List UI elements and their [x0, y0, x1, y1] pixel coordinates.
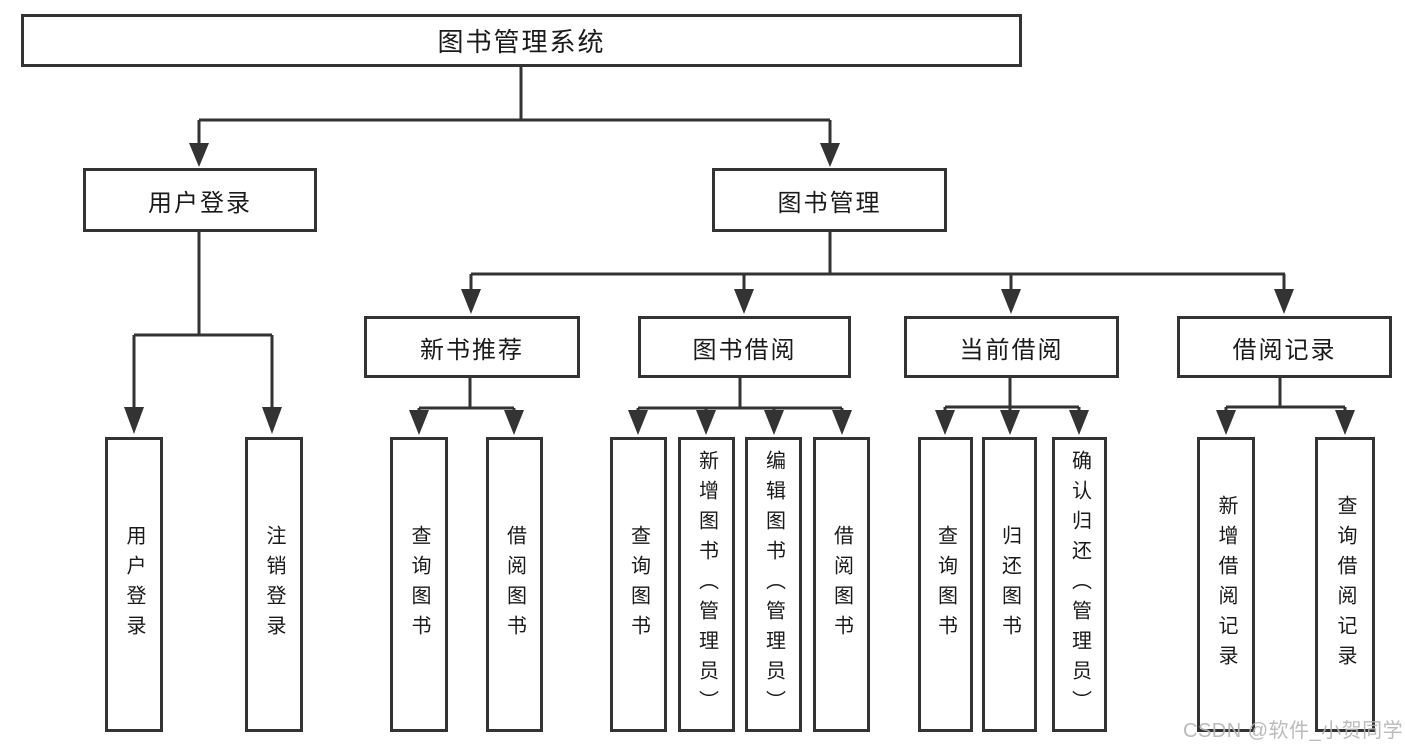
connector-borrow-records-to-leaves — [1216, 378, 1355, 435]
node-current-borrow: 当前借阅 — [904, 316, 1119, 378]
node-query-books: 查询图书 — [918, 437, 973, 732]
node-add-borrow-record: 新增借阅记录 — [1197, 437, 1255, 732]
node-edit-books-admin: 编辑图书（管理员） — [745, 437, 802, 732]
node-label: 注销登录 — [263, 524, 285, 645]
node-add-books-admin: 新增图书（管理员） — [678, 437, 735, 732]
node-label: 借阅图书 — [830, 524, 853, 645]
csdn-watermark: CSDN @软件_小贺同学 — [1183, 720, 1404, 742]
node-confirm-return-admin: 确认归还（管理员） — [1052, 437, 1107, 732]
node-label: 当前借阅 — [959, 336, 1064, 364]
node-label: 新增图书（管理员） — [695, 449, 718, 720]
node-user-login: 用户登录 — [83, 168, 317, 232]
node-label: 图书借阅 — [692, 336, 797, 364]
node-label: 查询图书 — [408, 524, 430, 645]
connector-book-borrow-to-leaves — [628, 378, 852, 435]
node-label: 新增借阅记录 — [1215, 494, 1237, 675]
node-query-books: 查询图书 — [390, 437, 448, 732]
node-borrow-books: 借阅图书 — [813, 437, 870, 732]
node-label: 查询图书 — [627, 524, 650, 645]
node-label: 归还图书 — [998, 524, 1021, 645]
node-return-books: 归还图书 — [982, 437, 1037, 732]
node-user-login-action: 用户登录 — [105, 437, 163, 732]
node-label: 确认归还（管理员） — [1068, 449, 1091, 720]
node-library-system: 图书管理系统 — [21, 14, 1022, 67]
node-logout: 注销登录 — [245, 437, 303, 732]
node-label: 借阅图书 — [503, 524, 526, 645]
node-label: 查询借阅记录 — [1334, 494, 1356, 675]
node-query-books: 查询图书 — [610, 437, 667, 732]
connector-user-login-to-leaves — [124, 232, 282, 434]
connector-root-to-level2 — [189, 66, 840, 167]
node-book-borrow: 图书借阅 — [638, 316, 851, 378]
connector-current-borrow-to-leaves — [935, 378, 1089, 435]
node-label: 借阅记录 — [1232, 336, 1337, 364]
node-borrow-records: 借阅记录 — [1177, 316, 1392, 378]
node-label: 图书管理系统 — [437, 27, 606, 57]
node-borrow-books: 借阅图书 — [486, 437, 543, 732]
node-label: 图书管理 — [777, 189, 882, 217]
node-label: 查询图书 — [934, 524, 957, 645]
node-query-borrow-record: 查询借阅记录 — [1315, 437, 1375, 732]
connector-new-book-recommend-to-leaves — [409, 378, 524, 435]
connector-book-management-to-level3 — [461, 232, 1294, 314]
node-label: 新书推荐 — [420, 336, 524, 364]
node-new-book-recommend: 新书推荐 — [364, 316, 580, 378]
node-label: 用户登录 — [148, 189, 252, 217]
node-label: 用户登录 — [123, 524, 145, 645]
node-book-management: 图书管理 — [712, 168, 947, 232]
node-label: 编辑图书（管理员） — [762, 449, 785, 720]
